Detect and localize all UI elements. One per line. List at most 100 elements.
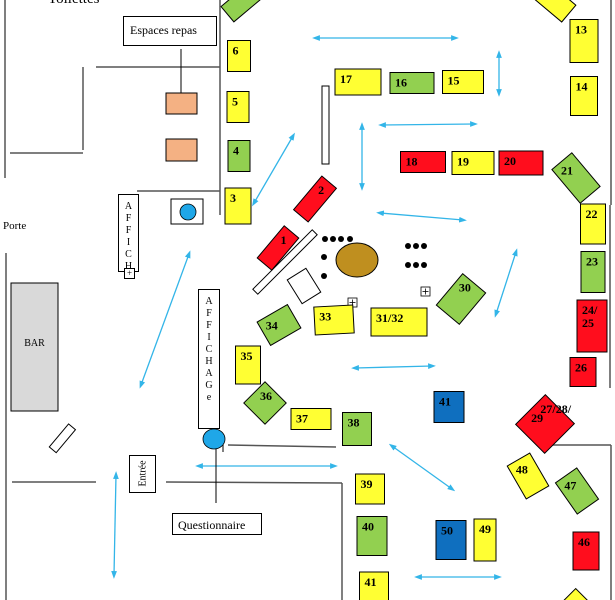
stand-box	[551, 152, 601, 204]
stand-box	[498, 150, 544, 176]
letter: A	[205, 368, 213, 379]
arrow	[252, 132, 295, 207]
letter: F	[125, 213, 132, 224]
letter: C	[125, 249, 132, 260]
stand-box	[533, 0, 577, 23]
arrow	[111, 471, 119, 579]
stand-22: 22	[580, 203, 606, 245]
chair	[413, 243, 419, 249]
arrow	[351, 363, 436, 371]
stand-20: 20	[498, 150, 544, 176]
outlets	[347, 286, 431, 308]
stand-box	[435, 272, 487, 326]
stand-35: 35	[235, 345, 261, 385]
stand-number: 15	[448, 74, 460, 88]
questionnaire-point-icon	[202, 428, 226, 450]
stand-number: 31/32	[376, 311, 403, 325]
stand-number: 21	[561, 164, 573, 178]
stand-box	[451, 151, 495, 175]
stand-top-yellow	[533, 0, 577, 23]
stand-box	[580, 203, 606, 245]
chair	[413, 262, 419, 268]
bar-label: BAR	[11, 338, 58, 349]
stand-box	[292, 175, 338, 223]
stand-box	[435, 520, 467, 560]
stand-number: 22	[586, 207, 598, 221]
stand-16: 16	[389, 72, 435, 94]
stand-40: 40	[356, 516, 388, 556]
chair	[405, 262, 411, 268]
letter: A	[205, 296, 213, 307]
stand-number: 16	[395, 76, 407, 90]
stand-box	[473, 518, 497, 562]
stand-47: 47	[554, 467, 600, 515]
stand-box	[442, 70, 484, 94]
stand-number: 41	[365, 575, 377, 589]
stand-box	[290, 408, 332, 430]
stand-number: 41	[439, 395, 451, 409]
stand-box	[243, 381, 287, 425]
stand-49: 49	[473, 518, 497, 562]
stand-number: 39	[361, 477, 373, 491]
entree-text: Entrée	[137, 460, 149, 487]
stand-31-32: 31/32	[370, 307, 428, 337]
stand-38: 38	[342, 412, 372, 446]
chair	[347, 236, 353, 242]
chair	[322, 236, 328, 242]
stand-number: 34	[266, 319, 278, 333]
chair	[321, 254, 327, 260]
white-table	[286, 267, 322, 305]
stand-number: 26	[575, 361, 587, 375]
stand-48: 48	[506, 452, 550, 500]
stand-1: 1	[256, 225, 300, 271]
stand-box	[227, 140, 251, 172]
stand-33: 33	[313, 304, 355, 336]
central-round-table	[335, 242, 379, 278]
stand-box	[569, 357, 597, 387]
stand-box	[359, 571, 389, 600]
stand-15: 15	[442, 70, 484, 94]
stand-box	[220, 0, 264, 23]
stand-box	[570, 76, 598, 116]
letter: A	[124, 201, 133, 212]
letter: I	[126, 237, 131, 248]
toilettes-label: Toilettes	[48, 0, 99, 8]
stand-24-25: 24/25	[576, 299, 608, 353]
stand-21: 21	[551, 152, 601, 204]
arrow	[139, 250, 191, 389]
stand-box	[572, 531, 600, 571]
arrow	[376, 210, 467, 223]
bench	[48, 423, 77, 454]
stand-number: 4	[233, 144, 239, 158]
stand-number: 6	[233, 44, 239, 58]
stand-number: 25	[582, 316, 594, 330]
stand-number: 18	[406, 155, 418, 169]
stand-26: 26	[569, 357, 597, 387]
chairs	[321, 236, 427, 279]
stand-41b: 41	[359, 571, 389, 600]
stand-box	[370, 307, 428, 337]
stand-27-28-29: 27/28/29	[514, 393, 576, 455]
stand-30: 30	[435, 272, 487, 326]
display-panel	[321, 85, 330, 165]
stand-box	[580, 251, 606, 293]
stand-box	[355, 473, 385, 505]
stand-5: 5	[226, 91, 250, 123]
stand-number: 19	[457, 155, 469, 169]
stand-box	[560, 587, 590, 600]
espaces-repas-label: Espaces repas	[123, 16, 217, 46]
stand-number: 47	[564, 478, 576, 492]
letter: G	[205, 380, 213, 391]
letter: F	[125, 225, 132, 236]
stand-6: 6	[227, 40, 251, 72]
letter: H	[205, 356, 213, 367]
stand-number: 23	[586, 255, 598, 269]
wall	[165, 481, 343, 484]
stand-number: 24/	[582, 303, 598, 317]
wall	[227, 444, 337, 448]
letter: I	[207, 332, 211, 343]
stand-bottom-yellow	[560, 587, 590, 600]
diagonal-panel	[252, 229, 318, 295]
